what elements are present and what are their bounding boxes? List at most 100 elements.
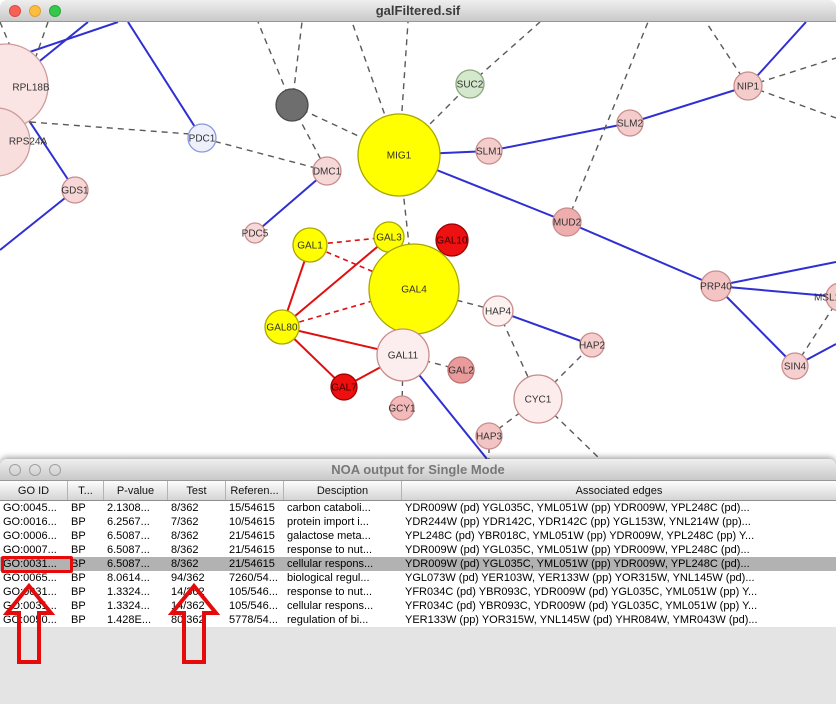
table-cell: BP bbox=[71, 558, 86, 570]
table-cell: 8.0614... bbox=[107, 572, 150, 584]
graph-node-RPS24A[interactable] bbox=[0, 107, 31, 177]
zoom-button[interactable] bbox=[49, 5, 61, 17]
graph-node-MIG1[interactable] bbox=[357, 113, 441, 197]
graph-node-PDC5[interactable] bbox=[244, 222, 266, 244]
table-cell: galactose meta... bbox=[287, 530, 371, 542]
table-cell: 6.2567... bbox=[107, 516, 150, 528]
table-cell: 1.428E... bbox=[107, 614, 152, 626]
noa-output-window: NOA output for Single Mode GO ID T... P-… bbox=[0, 459, 836, 704]
graph-node-PDC1[interactable] bbox=[187, 123, 217, 153]
table-cell: YDR009W (pd) YGL035C, YML051W (pp) YDR00… bbox=[405, 502, 750, 514]
table-cell: 21/54615 bbox=[229, 558, 275, 570]
column-header-type[interactable]: T... bbox=[68, 481, 104, 500]
graph-node-NIP1[interactable] bbox=[733, 71, 763, 101]
table-cell: 1.3324... bbox=[107, 586, 150, 598]
results-table-header: GO ID T... P-value Test Referen... Desci… bbox=[0, 481, 836, 501]
graph-edge bbox=[254, 170, 328, 234]
table-cell: YFR034C (pd) YBR093C, YDR009W (pd) YGL03… bbox=[405, 586, 758, 598]
graph-node-GAL11[interactable] bbox=[376, 328, 430, 382]
zoom-button[interactable] bbox=[49, 464, 61, 476]
graph-node-GAL1[interactable] bbox=[292, 227, 328, 263]
graph-node-unlabeled[interactable] bbox=[275, 88, 309, 122]
graph-node-label: MSL1 bbox=[814, 293, 836, 304]
window-title: NOA output for Single Mode bbox=[331, 462, 505, 477]
column-header-p-value[interactable]: P-value bbox=[104, 481, 168, 500]
minimize-button[interactable] bbox=[29, 464, 41, 476]
graph-node-MSL1[interactable] bbox=[825, 282, 836, 312]
graph-edge bbox=[281, 236, 390, 328]
graph-node-label: GAL80 bbox=[266, 323, 298, 334]
graph-node-label: SLM1 bbox=[476, 147, 503, 158]
table-cell: 105/546... bbox=[229, 586, 278, 598]
table-cell: 14/362 bbox=[171, 586, 205, 598]
column-header-reference[interactable]: Referen... bbox=[226, 481, 284, 500]
close-button[interactable] bbox=[9, 464, 21, 476]
table-cell: YPL248C (pd) YBR018C, YML051W (pp) YDR00… bbox=[405, 530, 755, 542]
graph-node-CYC1[interactable] bbox=[513, 374, 563, 424]
column-header-associated-edges[interactable]: Associated edges bbox=[575, 484, 663, 497]
table-cell: BP bbox=[71, 586, 86, 598]
table-cell: YDR009W (pd) YGL035C, YML051W (pp) YDR00… bbox=[405, 544, 750, 556]
graph-node-SLM2[interactable] bbox=[616, 109, 644, 137]
graph-node-HAP4[interactable] bbox=[482, 295, 514, 327]
graph-node-label: HAP3 bbox=[476, 432, 503, 443]
graph-node-GAL2[interactable] bbox=[447, 356, 475, 384]
table-cell: 7/362 bbox=[171, 516, 199, 528]
graph-node-GDS1[interactable] bbox=[61, 176, 89, 204]
table-cell: 21/54615 bbox=[229, 530, 275, 542]
graph-edge bbox=[281, 288, 415, 328]
graph-node-GCY1[interactable] bbox=[389, 395, 415, 421]
network-graph[interactable]: RPL18BRPS24AGDS1PDC1DMC1MIG1SUC2SLM1SLM2… bbox=[0, 22, 836, 459]
graph-node-label: MUD2 bbox=[553, 218, 582, 229]
table-cell: 14/362 bbox=[171, 600, 205, 612]
graph-node-GAL80[interactable] bbox=[264, 309, 300, 345]
table-cell: 5778/54... bbox=[229, 614, 278, 626]
table-cell: GO:0031... bbox=[3, 558, 57, 570]
graph-node-SUC2[interactable] bbox=[455, 69, 485, 99]
minimize-button[interactable] bbox=[29, 5, 41, 17]
graph-node-HAP3[interactable] bbox=[475, 422, 503, 450]
graph-node-DMC1[interactable] bbox=[312, 156, 342, 186]
table-cell: YER133W (pp) YOR315W, YNL145W (pd) YHR08… bbox=[405, 614, 758, 626]
column-header-description[interactable]: Desciption bbox=[284, 481, 402, 500]
graph-node-SIN4[interactable] bbox=[781, 352, 809, 380]
table-cell: GO:0031... bbox=[3, 586, 57, 598]
column-header-go-id[interactable]: GO ID bbox=[0, 481, 68, 500]
graph-node-label: PDC5 bbox=[242, 229, 269, 240]
graph-node-label: HAP2 bbox=[579, 341, 606, 352]
graph-node-label: RPL18B bbox=[12, 83, 50, 94]
graph-node-label: GAL11 bbox=[388, 351, 419, 362]
graph-node-label: GCY1 bbox=[388, 404, 416, 415]
graph-node-PRP40[interactable] bbox=[700, 270, 732, 302]
table-cell: biological regul... bbox=[287, 572, 370, 584]
graph-node-HAP2[interactable] bbox=[579, 332, 605, 358]
graph-node-MUD2[interactable] bbox=[552, 207, 582, 237]
table-cell: 10/54615 bbox=[229, 516, 275, 528]
graph-node-SLM1[interactable] bbox=[475, 137, 503, 165]
noa-window-titlebar[interactable]: NOA output for Single Mode bbox=[0, 459, 836, 481]
graph-node-label: PRP40 bbox=[700, 282, 732, 293]
network-window-titlebar[interactable]: galFiltered.sif bbox=[0, 0, 836, 22]
table-cell: 8/362 bbox=[171, 530, 199, 542]
table-cell: 6.5087... bbox=[107, 544, 150, 556]
graph-node-label: PDC1 bbox=[189, 134, 216, 145]
table-cell: GO:0007... bbox=[3, 544, 57, 556]
close-button[interactable] bbox=[9, 5, 21, 17]
graph-node-label: SUC2 bbox=[457, 80, 484, 91]
column-header-test[interactable]: Test bbox=[168, 481, 226, 500]
graph-edge bbox=[566, 22, 649, 223]
graph-node-GAL7[interactable] bbox=[330, 373, 358, 401]
table-cell: 8/362 bbox=[171, 558, 199, 570]
graph-node-label: GAL4 bbox=[401, 285, 427, 296]
graph-node-label: GAL1 bbox=[297, 241, 323, 252]
graph-node-GAL10[interactable] bbox=[435, 223, 469, 257]
